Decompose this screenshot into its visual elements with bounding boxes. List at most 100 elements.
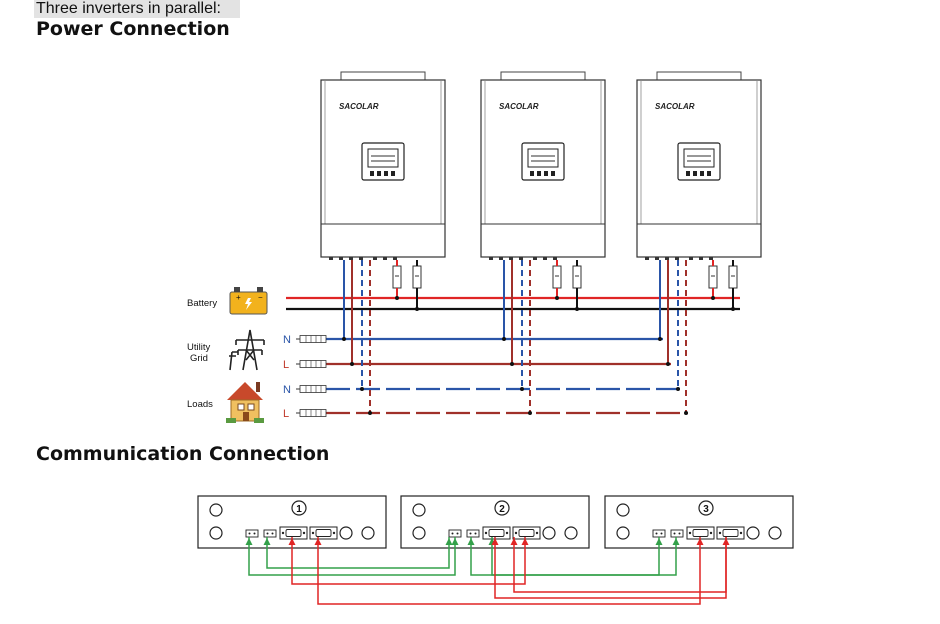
mounting-hole [616,526,630,540]
junction-dots [342,296,735,415]
ac-terminal-block [299,385,327,393]
cable-gland [665,257,669,260]
port-pin [271,532,274,535]
cable-gland [709,257,713,260]
db9-screw [332,531,336,535]
cable-gland [499,257,503,260]
cable-gland [699,257,703,260]
ac-terminal-block [299,360,327,368]
comm-green-cable [266,537,450,569]
db9-shell [722,529,739,537]
dc-breaker [552,265,562,289]
panel-button [707,171,711,176]
mounting-hole [768,526,782,540]
comm-red-cable [291,537,526,585]
db9-screw [718,531,722,535]
db9-screw [302,531,306,535]
mounting-hole [412,526,426,540]
battery-icon: + − [229,287,268,315]
comm-arrowhead [672,538,680,545]
junction-dot [415,307,419,311]
cable-gland [349,257,353,260]
comm-wires [248,537,727,605]
port-pin [253,532,256,535]
cable-gland [655,257,659,260]
junction-dot [368,411,372,415]
cable-gland [509,257,513,260]
port-pin [673,532,676,535]
junction-dot [528,411,532,415]
db9-screw [535,531,539,535]
junction-dot [555,296,559,300]
db9-shell [285,529,302,537]
loads-label: Loads [187,399,213,410]
comm-arrowheads [245,538,730,545]
comm-arrowhead [655,538,663,545]
power-tower-icon [229,329,265,371]
inverter-unit: SACOLAR [320,71,446,289]
brand-logo: SACOLAR [499,102,539,111]
comm-red-cable [513,537,727,593]
db9-screw [505,531,509,535]
port-pin [678,532,681,535]
house-icon [226,382,264,423]
comm-arrowhead [314,538,322,545]
line-letter: L [283,359,289,371]
panel-button [544,171,548,176]
panel-button [384,171,388,176]
mounting-hole [564,526,578,540]
comm-arrowhead [467,538,475,545]
mounting-bracket [500,71,586,81]
svg-text:−: − [258,293,263,302]
neutral-letter: N [283,384,291,396]
inverter-unit: SACOLAR [480,71,606,289]
sync-port [448,529,462,538]
comm-red-cable [317,537,701,605]
comm-arrowhead [263,538,271,545]
junction-dot [360,387,364,391]
dc-breaker [412,265,422,289]
mounting-hole [412,503,426,517]
cable-gland [373,257,377,260]
mounting-hole [339,526,353,540]
comm-arrowhead [451,538,459,545]
mounting-bracket [340,71,426,81]
battery-label: Battery [187,298,217,309]
brand-logo: SACOLAR [339,102,379,111]
comm-board: 1 [197,495,387,549]
mounting-hole [746,526,760,540]
cable-gland [689,257,693,260]
dc-breaker [728,265,738,289]
port-pin [655,532,658,535]
cable-gland [329,257,333,260]
dc-breaker [392,265,402,289]
comm-arrowhead [288,538,296,545]
cable-gland [675,257,679,260]
port-pin [451,532,454,535]
panel-button [537,171,541,176]
db9-shell [518,529,535,537]
mounting-hole [361,526,375,540]
intro-text: Three inverters in parallel: [36,0,221,17]
db9-shell [315,529,332,537]
port-pin [456,532,459,535]
mounting-hole [209,526,223,540]
panel-button [370,171,374,176]
junction-dot [395,296,399,300]
comm-arrowhead [722,538,730,545]
dc-breaker [708,265,718,289]
port-pin [469,532,472,535]
neutral-letter: N [283,334,291,346]
comm-arrowhead [245,538,253,545]
panel-button [377,171,381,176]
cable-gland [519,257,523,260]
comm-arrowhead [696,538,704,545]
utility-label-line2: Grid [190,353,208,364]
sync-port [466,529,480,538]
utility-grid-row: Utility Grid [187,329,265,371]
db9-shell [692,529,709,537]
panel-button [700,171,704,176]
lcd-screen [527,148,559,168]
